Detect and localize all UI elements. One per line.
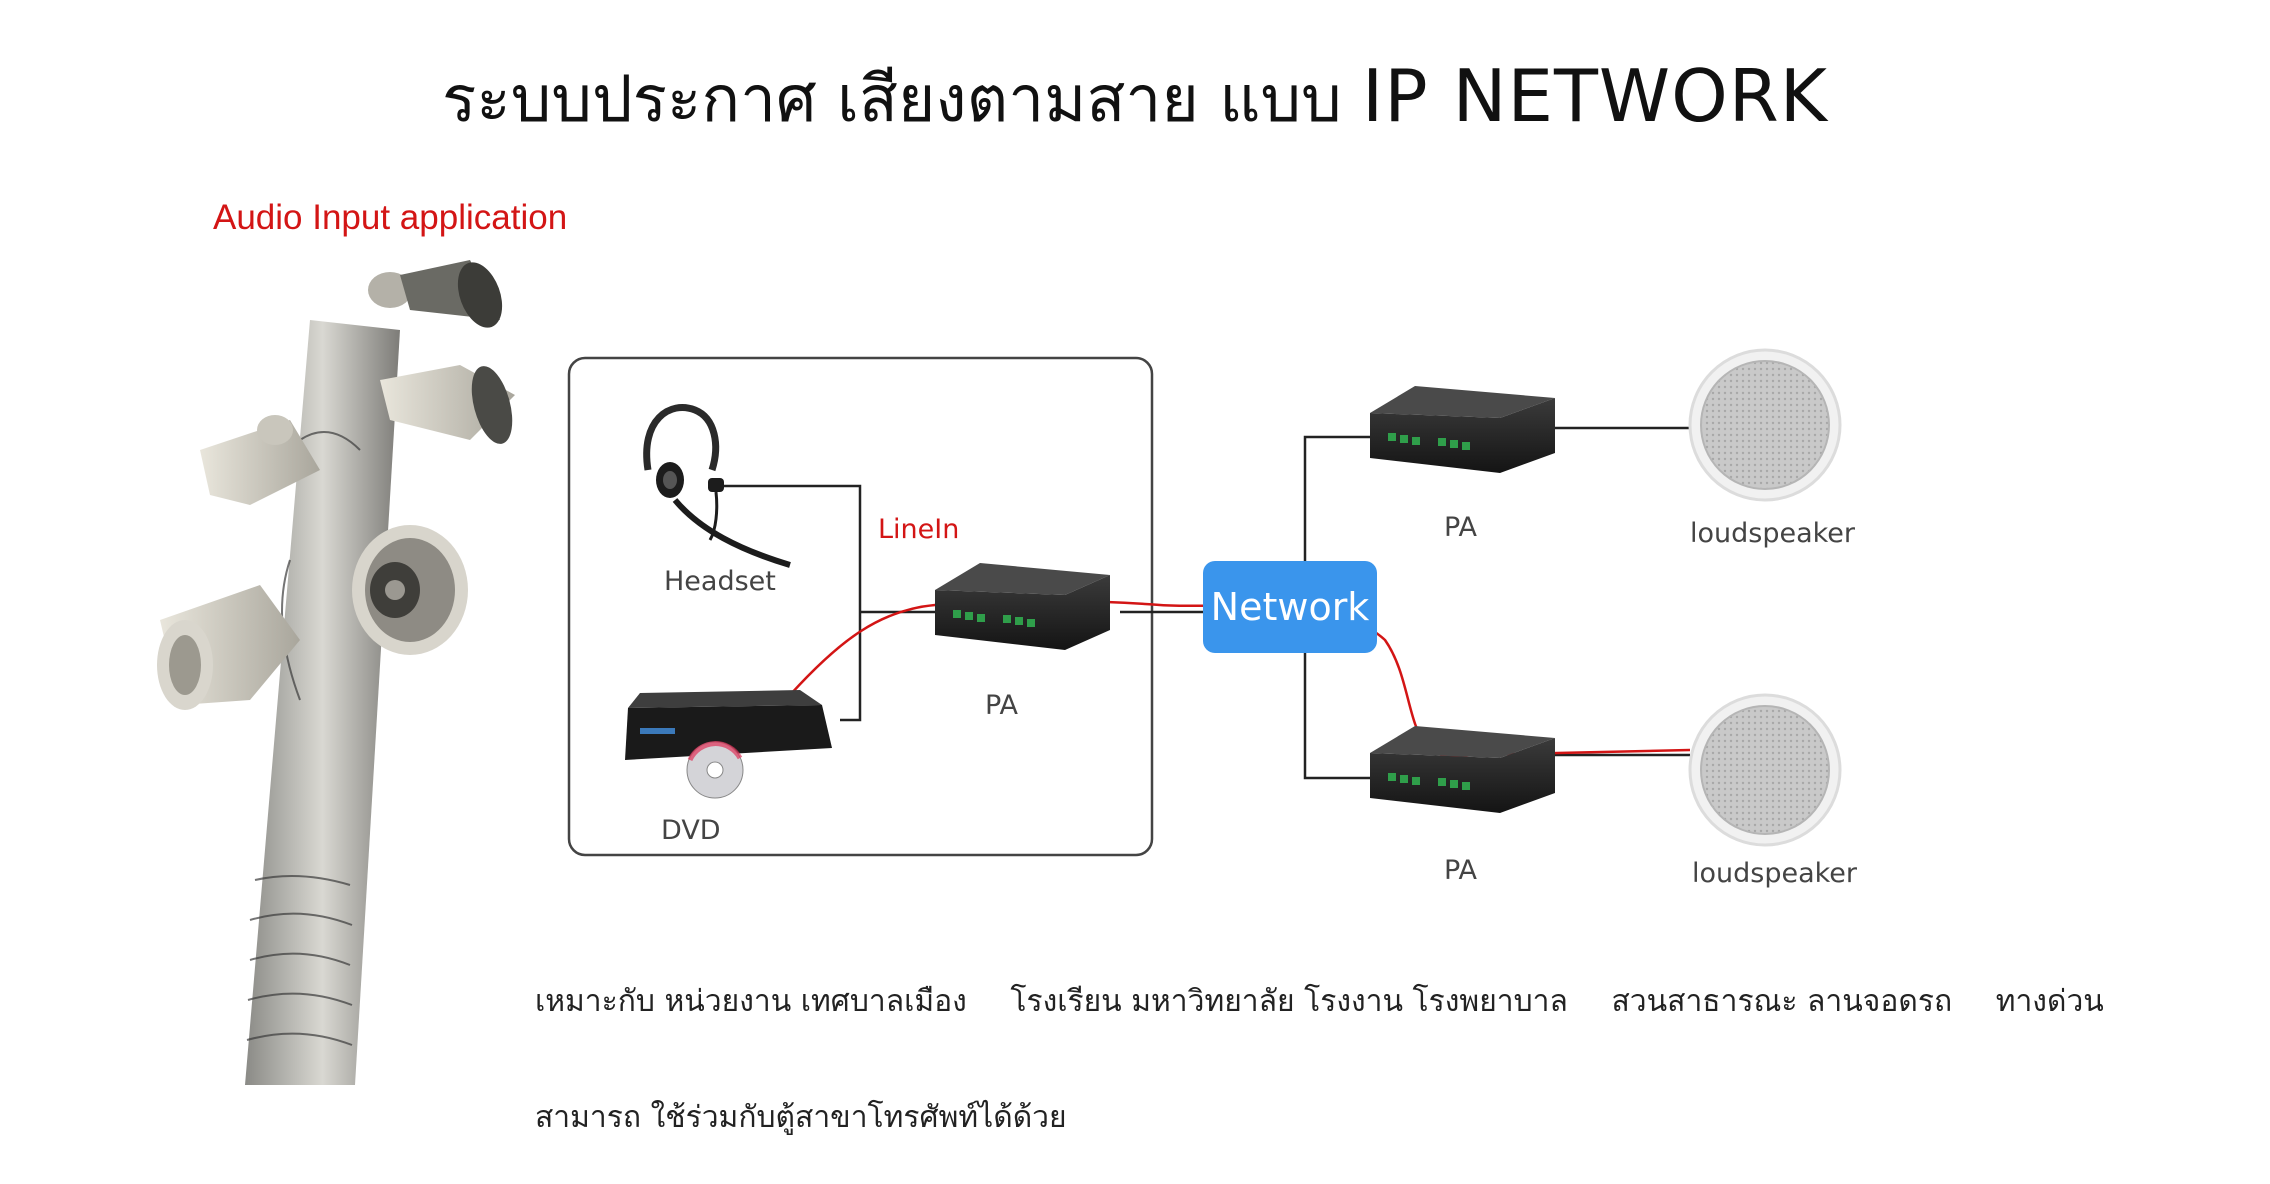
pa-center-label: PA	[985, 690, 1019, 721]
page-title: ระบบประกาศ เสียงตามสาย แบบ IP NETWORK	[0, 48, 2270, 150]
description-segment: สวนสาธารณะ ลานจอดรถ	[1611, 984, 1953, 1019]
ceiling-speaker-icon	[1688, 348, 1842, 502]
dvd-label: DVD	[661, 815, 721, 846]
ceiling-speaker-icon	[1688, 693, 1842, 847]
pa-amplifier-icon	[935, 563, 1110, 650]
description-segment: ทางด่วน	[1995, 984, 2104, 1019]
description-segment: เหมาะกับ หน่วยงาน เทศบาลเมือง	[535, 984, 967, 1019]
pole-speakers-photo	[157, 260, 515, 1085]
title-english: IP NETWORK	[1362, 54, 1829, 138]
network-label: Network	[1210, 585, 1370, 629]
network-node: Network	[1203, 561, 1377, 653]
title-thai: ระบบประกาศ เสียงตามสาย แบบ	[441, 63, 1342, 137]
description-line-2: สามารถ ใช้ร่วมกับตู้สาขาโทรศัพท์ได้ด้วย	[535, 1100, 1067, 1135]
linein-label: LineIn	[878, 514, 960, 545]
pa-top-label: PA	[1444, 512, 1478, 543]
pa-amplifier-icon	[1370, 726, 1555, 813]
signal-path	[789, 599, 1691, 759]
pa-bottom-label: PA	[1444, 855, 1478, 886]
source-devices-box	[567, 356, 1154, 857]
audio-input-label: Audio Input application	[213, 198, 568, 237]
headset-icon	[643, 404, 791, 568]
headset-label: Headset	[664, 566, 776, 597]
description-segment: โรงเรียน มหาวิทยาลัย โรงงาน โรงพยาบาล	[1010, 984, 1568, 1019]
dvd-player-icon	[625, 690, 832, 799]
connection-lines	[715, 426, 1690, 780]
speaker-top-label: loudspeaker	[1690, 518, 1856, 549]
speaker-bottom-label: loudspeaker	[1692, 858, 1858, 889]
pa-amplifier-icon	[1370, 386, 1555, 473]
description-line-1: เหมาะกับ หน่วยงาน เทศบาลเมือง โรงเรียน ม…	[535, 978, 2138, 1025]
